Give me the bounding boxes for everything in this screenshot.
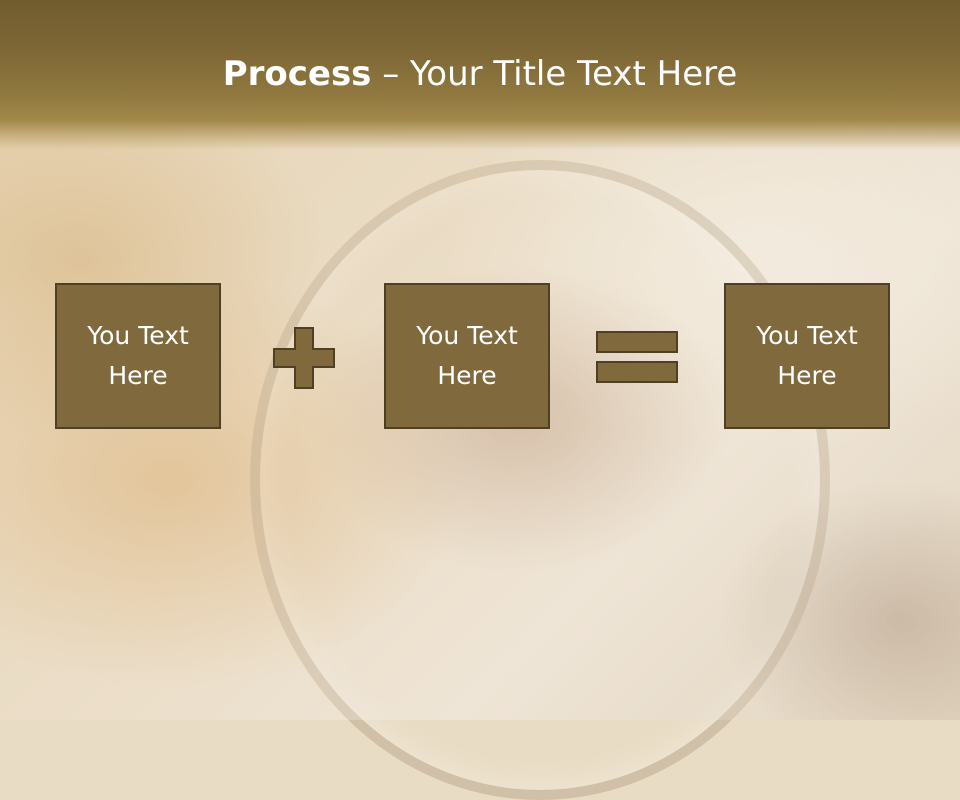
process-box-2[interactable]: You Text Here [384, 283, 550, 429]
process-box-2-text: You Text Here [416, 321, 518, 390]
title-bar [0, 0, 960, 150]
title-bold-word: Process [222, 54, 372, 94]
plus-icon [273, 327, 335, 389]
process-box-1-text: You Text Here [87, 321, 189, 390]
process-box-3[interactable]: You Text Here [724, 283, 890, 429]
process-box-3-text: You Text Here [756, 321, 858, 390]
title-rest: – Your Title Text Here [371, 54, 738, 94]
slide-title[interactable]: Process – Your Title Text Here [0, 52, 960, 96]
process-box-1[interactable]: You Text Here [55, 283, 221, 429]
equals-icon [596, 331, 678, 383]
